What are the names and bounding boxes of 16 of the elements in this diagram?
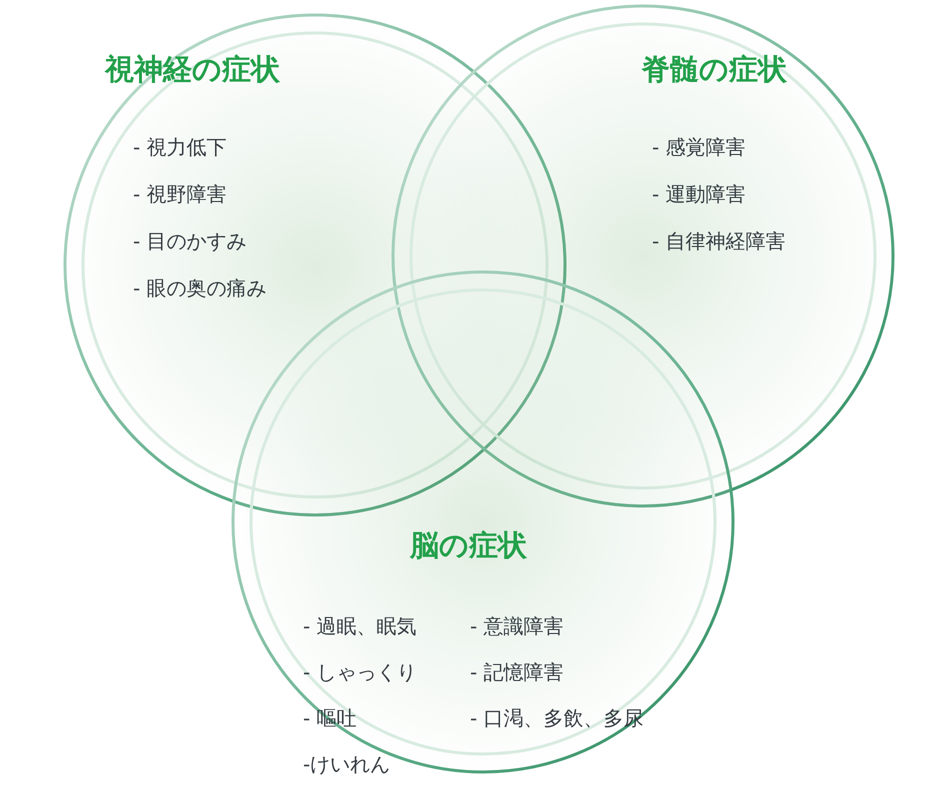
list-item: -けいれん bbox=[303, 752, 390, 776]
circle-heading: 視神経の症状 bbox=[105, 52, 280, 87]
list-item: - 過眠、眠気 bbox=[303, 614, 417, 638]
list-item: - 感覚障害 bbox=[652, 135, 746, 159]
list-item: - 眼の奥の痛み bbox=[133, 276, 267, 300]
list-item: - 運動障害 bbox=[652, 182, 746, 206]
list-item: - 記憶障害 bbox=[470, 660, 564, 684]
list-item: - 意識障害 bbox=[470, 614, 564, 638]
list-item: - 自律神経障害 bbox=[652, 229, 786, 253]
circle-heading: 脳の症状 bbox=[410, 528, 527, 563]
list-item: - 視野障害 bbox=[133, 182, 227, 206]
circle-heading: 脊髄の症状 bbox=[641, 52, 787, 87]
venn-circle bbox=[229, 268, 737, 776]
list-item: - 目のかすみ bbox=[133, 229, 247, 253]
list-item: - しゃっくり bbox=[303, 660, 417, 684]
list-item: - 視力低下 bbox=[133, 135, 227, 159]
